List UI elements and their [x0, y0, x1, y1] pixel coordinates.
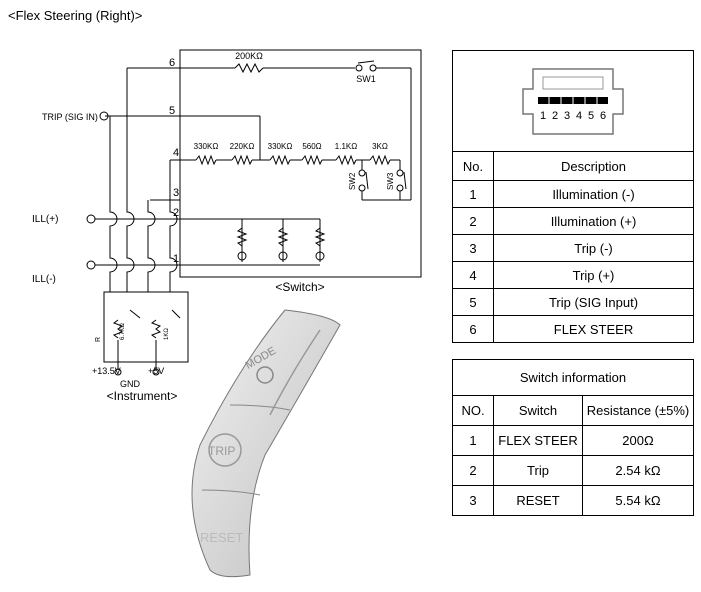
page-title: <Flex Steering (Right)> [8, 8, 143, 23]
pin-number-2: 2 [173, 207, 179, 219]
connector-pin-4: 4 [576, 110, 582, 122]
table-row: 2 Illumination (+) [452, 207, 694, 235]
sw2-label: SW2 [348, 172, 357, 190]
switch-table-title: Switch information [452, 359, 694, 396]
pin-no: 5 [452, 288, 494, 316]
table-row: 3 RESET 5.54 kΩ [452, 485, 694, 516]
switch-table-header-resistance: Resistance (±5%) [582, 395, 694, 426]
connector-icon: 1 2 3 4 5 6 [522, 67, 624, 135]
steering-switch-illustration: MODE TRIP RESET [191, 309, 341, 578]
connector-pin-1: 1 [540, 110, 546, 122]
pin-no: 3 [452, 234, 494, 262]
switch-caption: <Switch> [275, 280, 324, 294]
table-row: 4 Trip (+) [452, 261, 694, 289]
pin-description: Trip (+) [493, 261, 694, 289]
switch-name: Trip [493, 455, 583, 486]
instrument-gnd-label: GND [120, 379, 141, 389]
switch-name: FLEX STEER [493, 425, 583, 456]
pin-description: Illumination (-) [493, 180, 694, 208]
sw3-label: SW3 [386, 172, 395, 190]
connector-cell: 1 2 3 4 5 6 [452, 50, 694, 152]
table-row: 1 FLEX STEER 200Ω [452, 425, 694, 456]
instrument-caption: <Instrument> [107, 389, 178, 403]
pin-description-table: 1 2 3 4 5 6 No. Description 1 Illuminati… [452, 50, 694, 343]
switch-table-header-no: NO. [452, 395, 494, 426]
pin-description: FLEX STEER [493, 315, 694, 343]
table-row: 6 FLEX STEER [452, 315, 694, 343]
resistor-label-1: 330KΩ [194, 142, 219, 151]
pin-number-5: 5 [169, 105, 175, 117]
resistor-label-4: 560Ω [302, 142, 321, 151]
table-row: 2 Trip 2.54 kΩ [452, 455, 694, 486]
switch-name: RESET [493, 485, 583, 516]
resistor-200k-label: 200KΩ [235, 51, 263, 61]
ill-plus-label: ILL(+) [32, 214, 58, 225]
pin-number-4: 4 [173, 147, 179, 159]
instrument-r2-value: 1KΩ [164, 328, 170, 340]
switch-resistance: 5.54 kΩ [582, 485, 694, 516]
connector-pin-2: 2 [552, 110, 558, 122]
mode-button-icon [256, 366, 274, 384]
switch-no: 3 [452, 485, 494, 516]
pin-description: Trip (SIG Input) [493, 288, 694, 316]
switch-no: 1 [452, 425, 494, 456]
pin-no: 6 [452, 315, 494, 343]
instrument-r-label: R [95, 337, 102, 342]
pin-number-6: 6 [169, 57, 175, 69]
resistor-label-5: 1.1KΩ [335, 142, 357, 151]
resistor-label-2: 220KΩ [230, 142, 255, 151]
instrument-5v-label: +5V [148, 366, 164, 376]
trip-text: TRIP [208, 444, 235, 458]
table-row: 1 Illumination (-) [452, 180, 694, 208]
pin-table-header-description: Description [493, 151, 694, 181]
reset-text: RESET [200, 530, 243, 545]
switch-resistance: 2.54 kΩ [582, 455, 694, 486]
sw1-label: SW1 [356, 74, 376, 84]
wiring-schematic: 6 5 4 3 2 1 TRIP (SIG IN) ILL(+) ILL(-) … [32, 49, 422, 403]
connector-pin-5: 5 [588, 110, 594, 122]
trip-sig-in-label: TRIP (SIG IN) [42, 112, 98, 122]
ill-minus-label: ILL(-) [32, 274, 56, 285]
connector-pin-6: 6 [600, 110, 606, 122]
switch-resistance: 200Ω [582, 425, 694, 456]
pin-no: 1 [452, 180, 494, 208]
pin-number-3: 3 [173, 187, 179, 199]
pin-description: Trip (-) [493, 234, 694, 262]
pin-description: Illumination (+) [493, 207, 694, 235]
instrument-r1-value: 6.7KΩ [120, 323, 126, 340]
pin-number-1: 1 [173, 253, 179, 265]
pin-no: 4 [452, 261, 494, 289]
trip-button-icon [208, 433, 242, 467]
switch-table-header-switch: Switch [493, 395, 583, 426]
table-row: 5 Trip (SIG Input) [452, 288, 694, 316]
switch-no: 2 [452, 455, 494, 486]
instrument-13v-label: +13.5V [92, 366, 121, 376]
connector-pin-3: 3 [564, 110, 570, 122]
table-row: 3 Trip (-) [452, 234, 694, 262]
pin-table-header-no: No. [452, 151, 494, 181]
resistor-label-6: 3KΩ [372, 142, 388, 151]
resistor-label-3: 330KΩ [268, 142, 293, 151]
switch-information-table: Switch information NO. Switch Resistance… [452, 359, 694, 516]
pin-no: 2 [452, 207, 494, 235]
